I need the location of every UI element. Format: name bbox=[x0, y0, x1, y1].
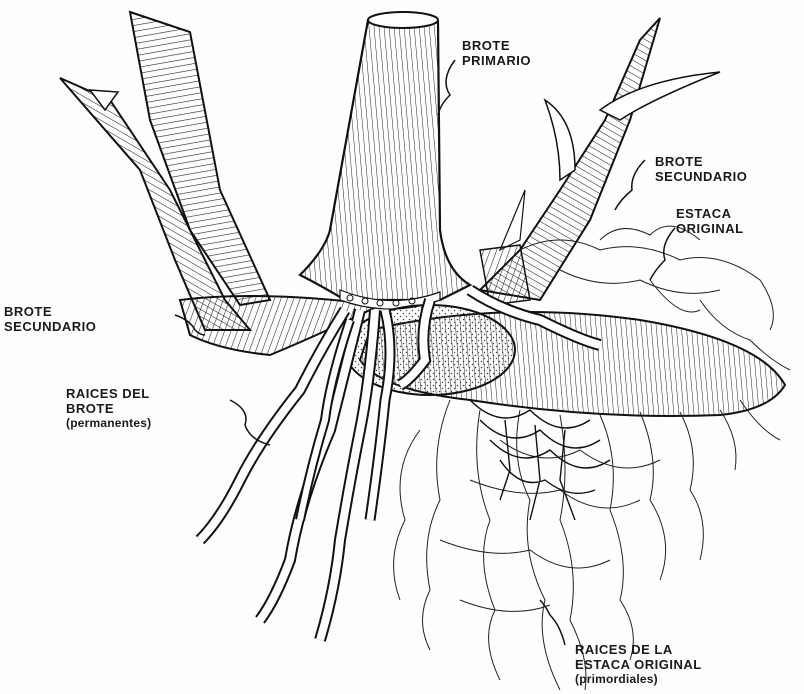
label-line: ESTACA ORIGINAL bbox=[575, 657, 702, 672]
label-raices-brote: RAICES DEL BROTE (permanentes) bbox=[66, 386, 151, 431]
pointer-estaca-original bbox=[650, 228, 675, 280]
primary-shoot bbox=[300, 12, 470, 309]
label-line: RAICES DE LA bbox=[575, 642, 702, 657]
label-line: (permanentes) bbox=[66, 416, 151, 431]
label-line: BROTE bbox=[66, 401, 151, 416]
label-line: SECUNDARIO bbox=[4, 319, 96, 334]
label-brote-secundario-right: BROTE SECUNDARIO bbox=[655, 154, 747, 184]
label-raices-estaca: RAICES DE LA ESTACA ORIGINAL (primordial… bbox=[575, 642, 702, 687]
primordial-roots-dense bbox=[470, 400, 610, 520]
label-line: BROTE bbox=[655, 154, 747, 169]
label-line: (primordiales) bbox=[575, 672, 702, 687]
label-line: RAICES DEL bbox=[66, 386, 151, 401]
label-brote-secundario-left: BROTE SECUNDARIO bbox=[4, 304, 96, 334]
label-line: BROTE bbox=[462, 38, 531, 53]
label-line: ORIGINAL bbox=[676, 221, 744, 236]
label-line: PRIMARIO bbox=[462, 53, 531, 68]
label-line: BROTE bbox=[4, 304, 96, 319]
label-line: ESTACA bbox=[676, 206, 744, 221]
pointer-brote-secundario-right bbox=[615, 160, 645, 210]
pointer-brote-primario bbox=[438, 60, 455, 115]
left-secondary-shoot bbox=[60, 12, 380, 355]
primordial-roots bbox=[394, 226, 790, 690]
label-estaca-original: ESTACA ORIGINAL bbox=[676, 206, 744, 236]
label-line: SECUNDARIO bbox=[655, 169, 747, 184]
label-brote-primario: BROTE PRIMARIO bbox=[462, 38, 531, 68]
